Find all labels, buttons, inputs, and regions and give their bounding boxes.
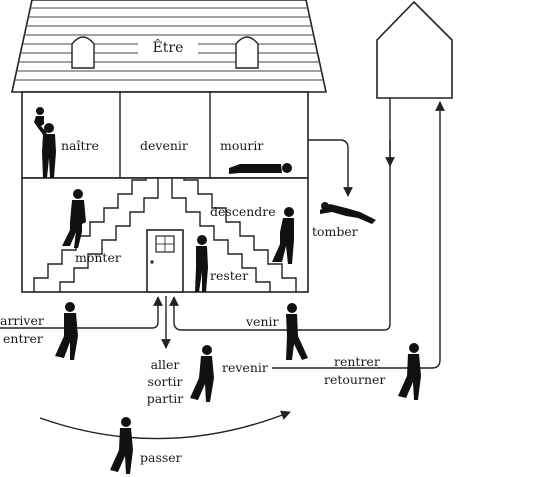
label-partir: partir bbox=[147, 391, 183, 406]
door-icon bbox=[146, 229, 184, 293]
label-devenir: devenir bbox=[140, 138, 188, 153]
label-sortir: sortir bbox=[148, 374, 183, 389]
mother-baby-silhouette bbox=[34, 107, 56, 178]
partir-person-silhouette bbox=[190, 345, 214, 402]
staircase bbox=[33, 178, 297, 292]
label-naitre: naître bbox=[61, 138, 99, 153]
label-mourir: mourir bbox=[220, 138, 263, 153]
person-silhouette-icon bbox=[34, 107, 421, 474]
upper-floor bbox=[21, 91, 309, 179]
monter-person-silhouette bbox=[62, 189, 86, 248]
label-descendre: descendre bbox=[210, 204, 276, 219]
label-tomber: tomber bbox=[312, 224, 358, 239]
label-aller: aller bbox=[151, 357, 180, 372]
venir-person-silhouette bbox=[286, 303, 308, 360]
tomber-person-silhouette bbox=[320, 202, 376, 224]
label-arriver: arriver bbox=[0, 313, 44, 328]
rester-person-silhouette bbox=[195, 235, 208, 292]
retourner-person-silhouette bbox=[398, 343, 421, 400]
label-rentrer: rentrer bbox=[334, 354, 380, 369]
dormer-window-right bbox=[235, 36, 259, 69]
house-title: Être bbox=[153, 38, 184, 56]
label-passer: passer bbox=[140, 450, 182, 465]
descendre-person-silhouette bbox=[272, 207, 294, 264]
arrows bbox=[0, 98, 445, 440]
label-monter: monter bbox=[75, 250, 121, 265]
label-rester: rester bbox=[210, 268, 248, 283]
label-venir: venir bbox=[245, 314, 279, 329]
lying-person-silhouette bbox=[229, 163, 292, 174]
label-retourner: retourner bbox=[324, 372, 385, 387]
dormer-window-left bbox=[71, 36, 95, 69]
arriver-person-silhouette bbox=[55, 302, 78, 360]
small-house bbox=[376, 0, 453, 99]
label-entrer: entrer bbox=[3, 331, 43, 346]
passer-person-silhouette bbox=[110, 417, 133, 474]
label-revenir: revenir bbox=[222, 360, 268, 375]
